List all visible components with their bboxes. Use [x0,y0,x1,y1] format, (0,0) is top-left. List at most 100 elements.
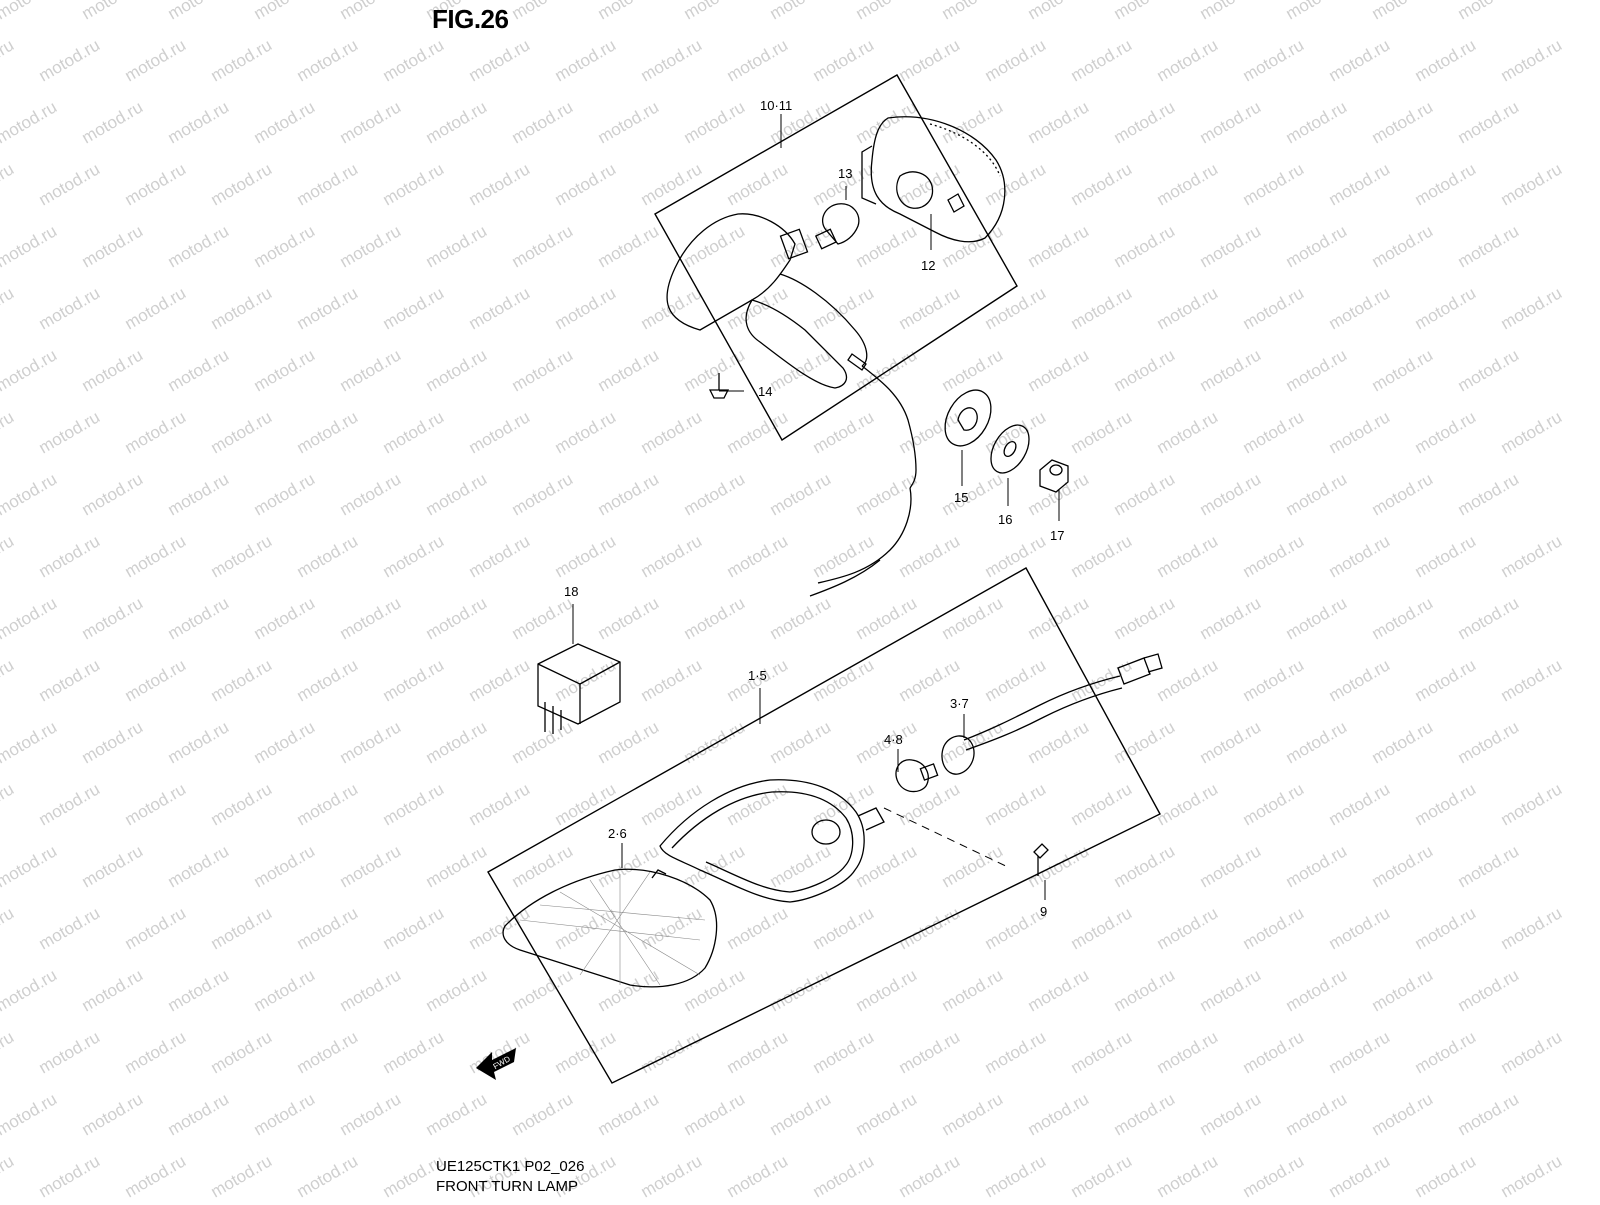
watermark-text: motod.ru [0,283,17,333]
watermark-text: motod.ru [939,345,1007,395]
watermark-text: motod.ru [638,1027,706,1077]
watermark-text: motod.ru [982,159,1050,209]
watermark-text: motod.ru [1326,1151,1394,1200]
watermark-text: motod.ru [1326,655,1394,705]
watermark-text: motod.ru [896,779,964,829]
watermark-text: motod.ru [36,407,104,457]
watermark-text: motod.ru [294,779,362,829]
watermark-text: motod.ru [681,345,749,395]
watermark-text: motod.ru [0,655,17,705]
watermark-text: motod.ru [1326,35,1394,85]
watermark-text: motod.ru [36,779,104,829]
watermark-text: motod.ru [1412,531,1480,581]
watermark-text: motod.ru [681,469,749,519]
watermark-text: motod.ru [1369,1089,1437,1139]
turn-lamp-housing [666,213,917,597]
watermark-text: motod.ru [1412,283,1480,333]
watermark-text: motod.ru [982,655,1050,705]
watermark-text: motod.ru [595,0,663,23]
watermark-text: motod.ru [982,779,1050,829]
watermark-text: motod.ru [1455,221,1523,271]
callout-16: 16 [998,512,1012,527]
watermark-text: motod.ru [423,841,491,891]
watermark-text: motod.ru [1283,0,1351,23]
watermark-text: motod.ru [1197,1089,1265,1139]
watermark-text: motod.ru [1068,159,1136,209]
watermark-text: motod.ru [1068,1027,1136,1077]
watermark-text: motod.ru [251,345,319,395]
watermark-text: motod.ru [1283,97,1351,147]
watermark-text: motod.ru [1025,717,1093,767]
watermark-text: motod.ru [1068,1151,1136,1200]
watermark-text: motod.ru [36,531,104,581]
watermark-text: motod.ru [1240,1151,1308,1200]
watermark-text: motod.ru [939,97,1007,147]
watermark-text: motod.ru [1498,35,1566,85]
watermark-text: motod.ru [466,531,534,581]
watermark-text: motod.ru [1369,469,1437,519]
watermark-text: motod.ru [552,35,620,85]
watermark-text: motod.ru [165,965,233,1015]
watermark-text: motod.ru [1068,407,1136,457]
watermark-text: motod.ru [1412,159,1480,209]
watermark-text: motod.ru [208,779,276,829]
watermark-text: motod.ru [638,655,706,705]
watermark-text: motod.ru [982,1027,1050,1077]
watermark-text: motod.ru [380,407,448,457]
watermark-text: motod.ru [1498,903,1566,953]
watermark-text: motod.ru [165,717,233,767]
nut-17 [1039,459,1069,493]
watermark-text: motod.ru [1326,283,1394,333]
watermark-text: motod.ru [853,965,921,1015]
watermark-text: motod.ru [681,1089,749,1139]
watermark-text: motod.ru [466,1027,534,1077]
watermark-text: motod.ru [1240,655,1308,705]
watermark-text: motod.ru [1369,0,1437,23]
watermark-text: motod.ru [1498,159,1566,209]
watermark-text: motod.ru [380,779,448,829]
watermark-text: motod.ru [982,903,1050,953]
watermark-text: motod.ru [423,593,491,643]
watermark-text: motod.ru [165,841,233,891]
watermark-text: motod.ru [0,779,17,829]
watermark-text: motod.ru [1154,655,1222,705]
watermark-text: motod.ru [1498,531,1566,581]
watermark-text: motod.ru [1197,841,1265,891]
watermark-text: motod.ru [1412,655,1480,705]
watermark-text: motod.ru [939,469,1007,519]
watermark-text: motod.ru [337,1089,405,1139]
watermark-text: motod.ru [251,221,319,271]
front-lamp-housing [659,779,885,903]
watermark-text: motod.ru [423,345,491,395]
watermark-text: motod.ru [638,35,706,85]
watermark-text: motod.ru [939,593,1007,643]
watermark-text: motod.ru [552,407,620,457]
watermark-text: motod.ru [251,97,319,147]
figure-title: FIG.26 [432,4,509,34]
watermark-text: motod.ru [1283,345,1351,395]
relay-18 [537,643,621,734]
watermark-text: motod.ru [165,345,233,395]
watermark-text: motod.ru [337,469,405,519]
watermark-text: motod.ru [208,531,276,581]
watermark-text: motod.ru [1498,407,1566,457]
watermark-text: motod.ru [681,717,749,767]
watermark-text: motod.ru [294,159,362,209]
watermark-text: motod.ru [595,593,663,643]
watermark-text: motod.ru [0,531,17,581]
watermark-text: motod.ru [79,469,147,519]
watermark-text: motod.ru [337,965,405,1015]
watermark-text: motod.ru [552,531,620,581]
watermark-text: motod.ru [1111,841,1179,891]
watermark-text: motod.ru [79,345,147,395]
watermark-text: motod.ru [380,531,448,581]
callout-9: 9 [1040,904,1047,919]
watermark-text: motod.ru [896,1151,964,1200]
watermark-text: motod.ru [1455,469,1523,519]
watermark-text: motod.ru [638,779,706,829]
watermark-text: motod.ru [1369,221,1437,271]
watermark-text: motod.ru [1068,779,1136,829]
watermark-text: motod.ru [122,531,190,581]
watermark-text: motod.ru [1283,717,1351,767]
watermark-text: motod.ru [79,593,147,643]
